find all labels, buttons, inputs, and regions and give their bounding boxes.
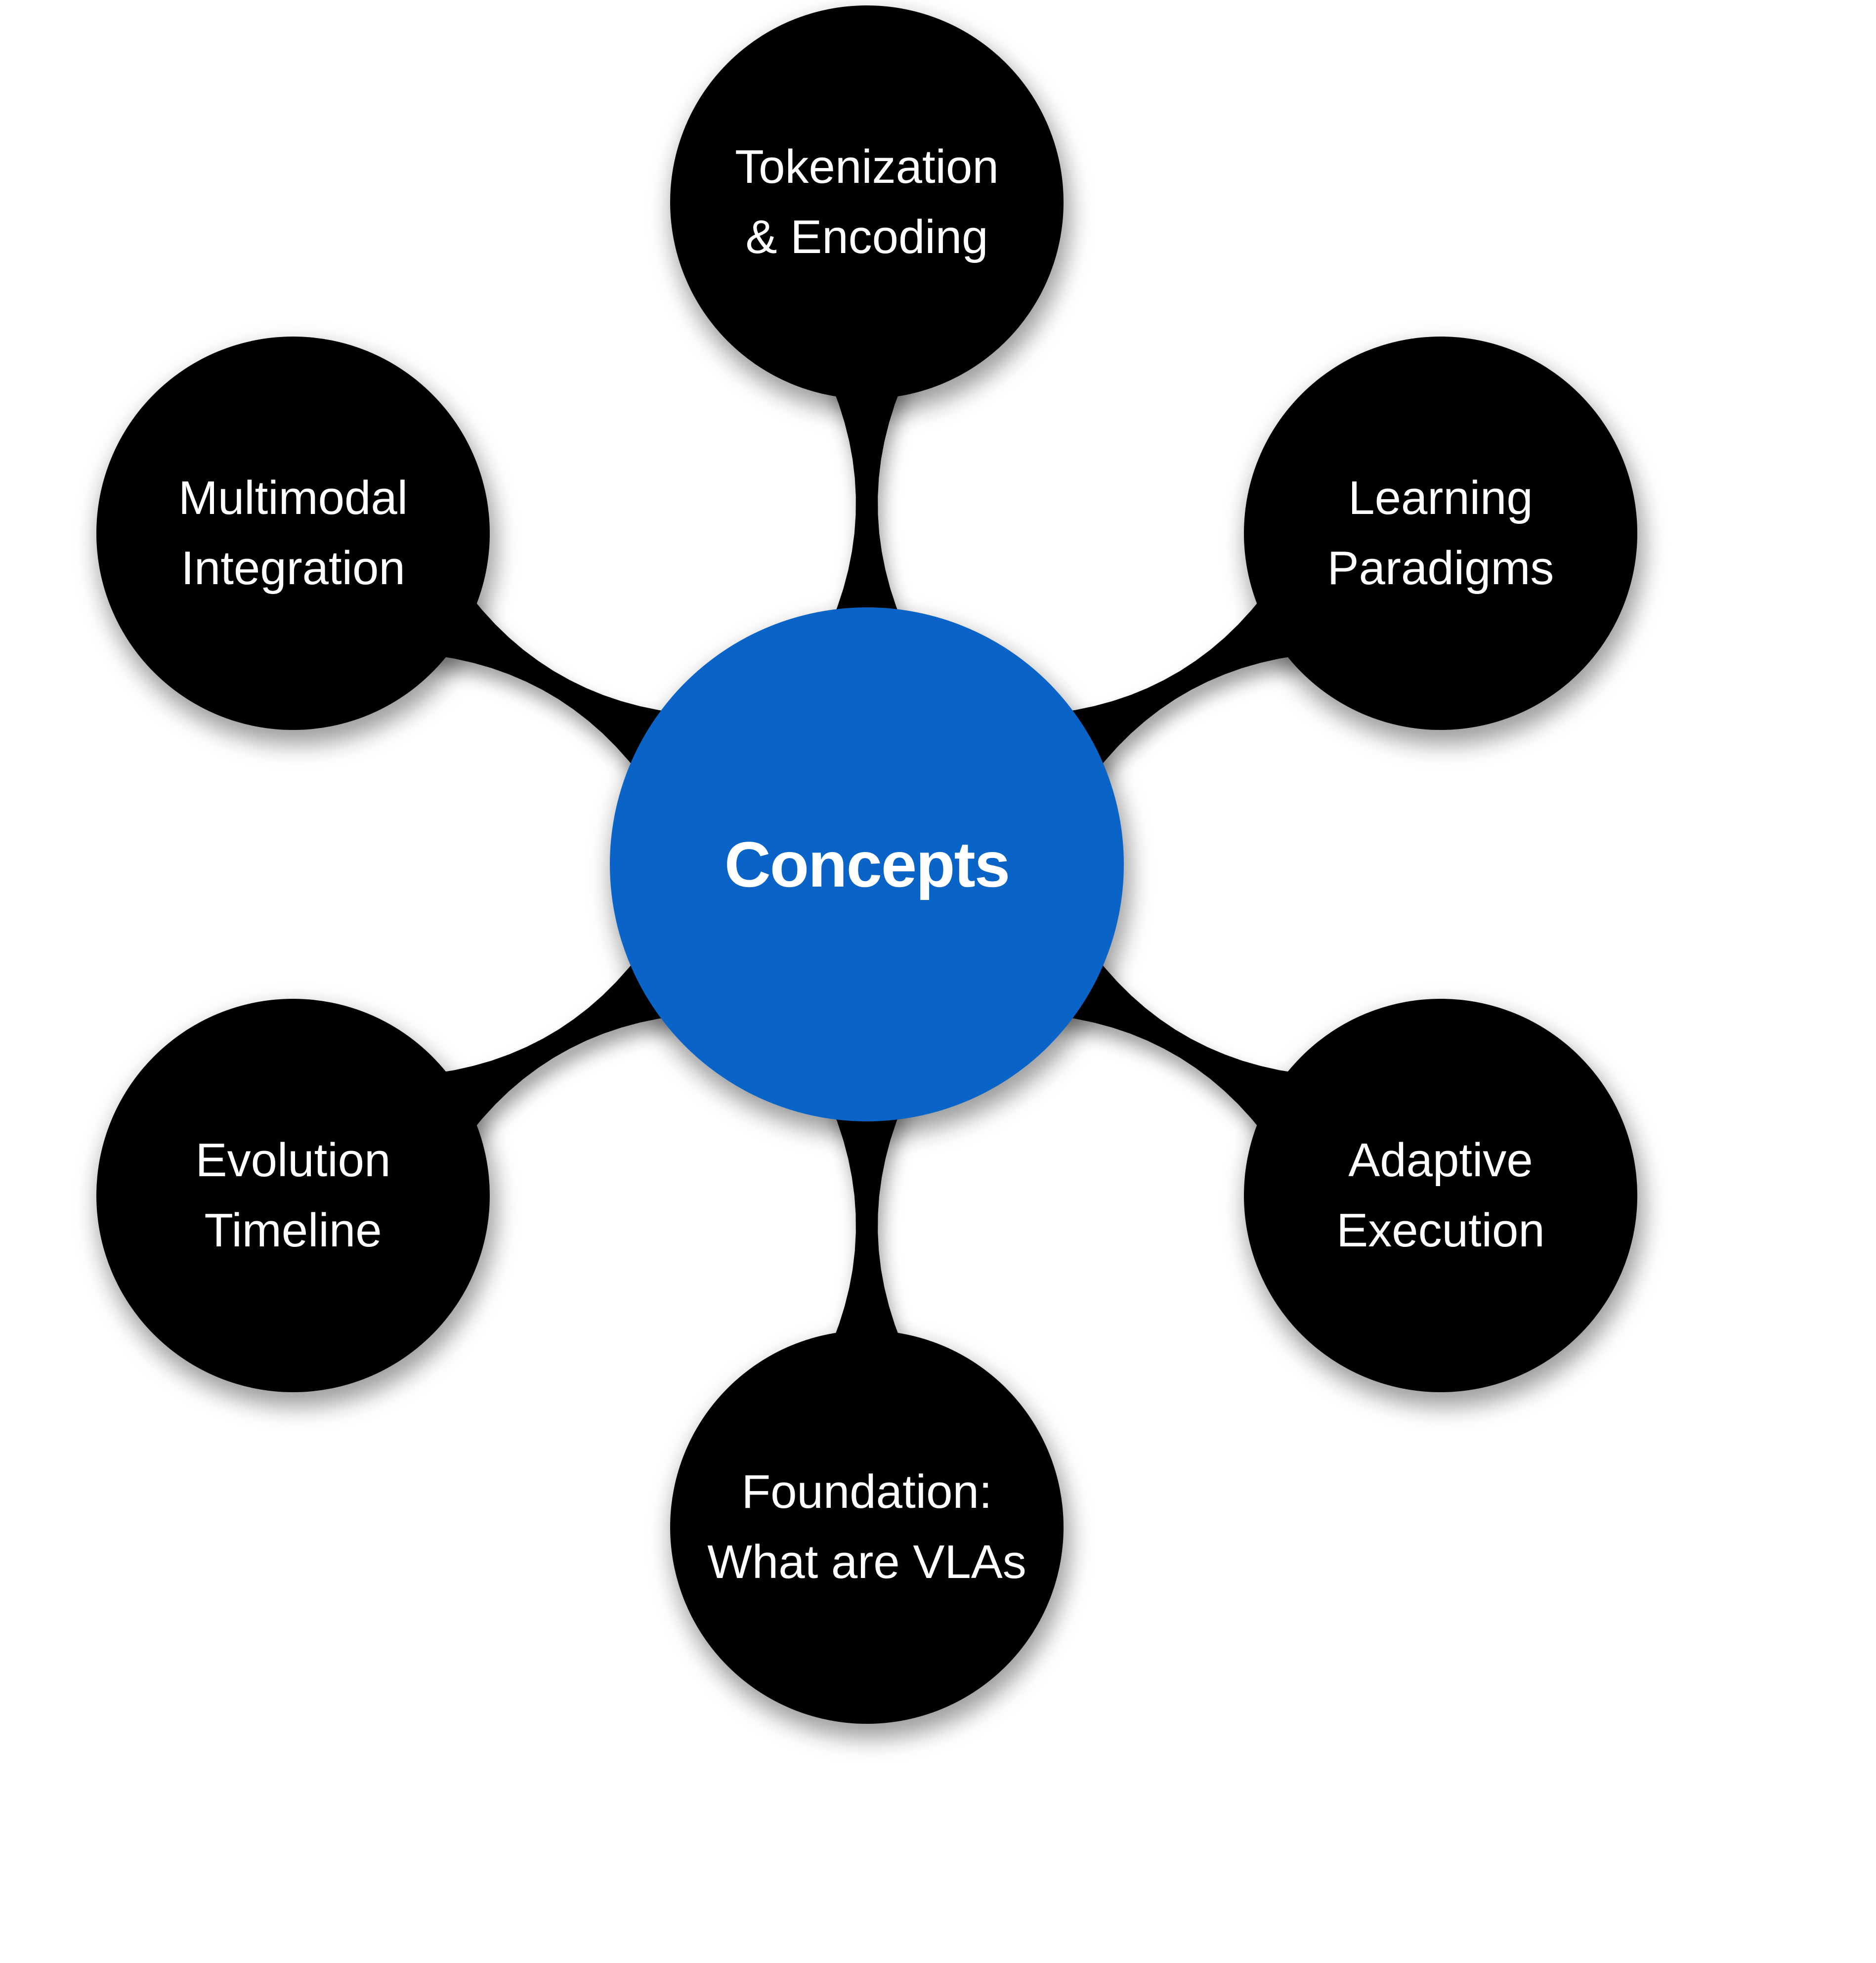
node-tokenization-encoding: Tokenization & Encoding <box>670 5 1064 399</box>
center-node-label: Concepts <box>724 828 1010 900</box>
node-label-line-1: Adaptive <box>1348 1134 1533 1187</box>
node-label-line-2: Timeline <box>204 1204 382 1257</box>
connector-tokenization-encoding <box>629 202 1105 864</box>
node-concepts-center: Concepts <box>610 607 1124 1121</box>
node-label-line-2: Execution <box>1336 1204 1545 1257</box>
node-label-line-1: Multimodal <box>178 471 408 524</box>
node-foundation-what-are-vlas: Foundation: What are VLAs <box>670 1330 1064 1724</box>
node-evolution-timeline: Evolution Timeline <box>96 999 490 1392</box>
node-learning-paradigms: Learning Paradigms <box>1244 337 1637 730</box>
connector-foundation-what-are-vlas <box>629 864 1105 1527</box>
node-label-line-2: Paradigms <box>1327 542 1554 595</box>
node-label-line-1: Tokenization <box>735 140 999 193</box>
node-multimodal-integration: Multimodal Integration <box>96 337 490 730</box>
node-label-line-2: & Encoding <box>745 211 988 263</box>
node-label-line-2: What are VLAs <box>707 1536 1026 1588</box>
node-label-line-1: Foundation: <box>741 1465 992 1518</box>
node-label-line-1: Evolution <box>195 1134 391 1187</box>
node-label-line-1: Learning <box>1348 471 1533 524</box>
node-label-line-2: Integration <box>181 542 405 595</box>
node-adaptive-execution: Adaptive Execution <box>1244 999 1637 1392</box>
